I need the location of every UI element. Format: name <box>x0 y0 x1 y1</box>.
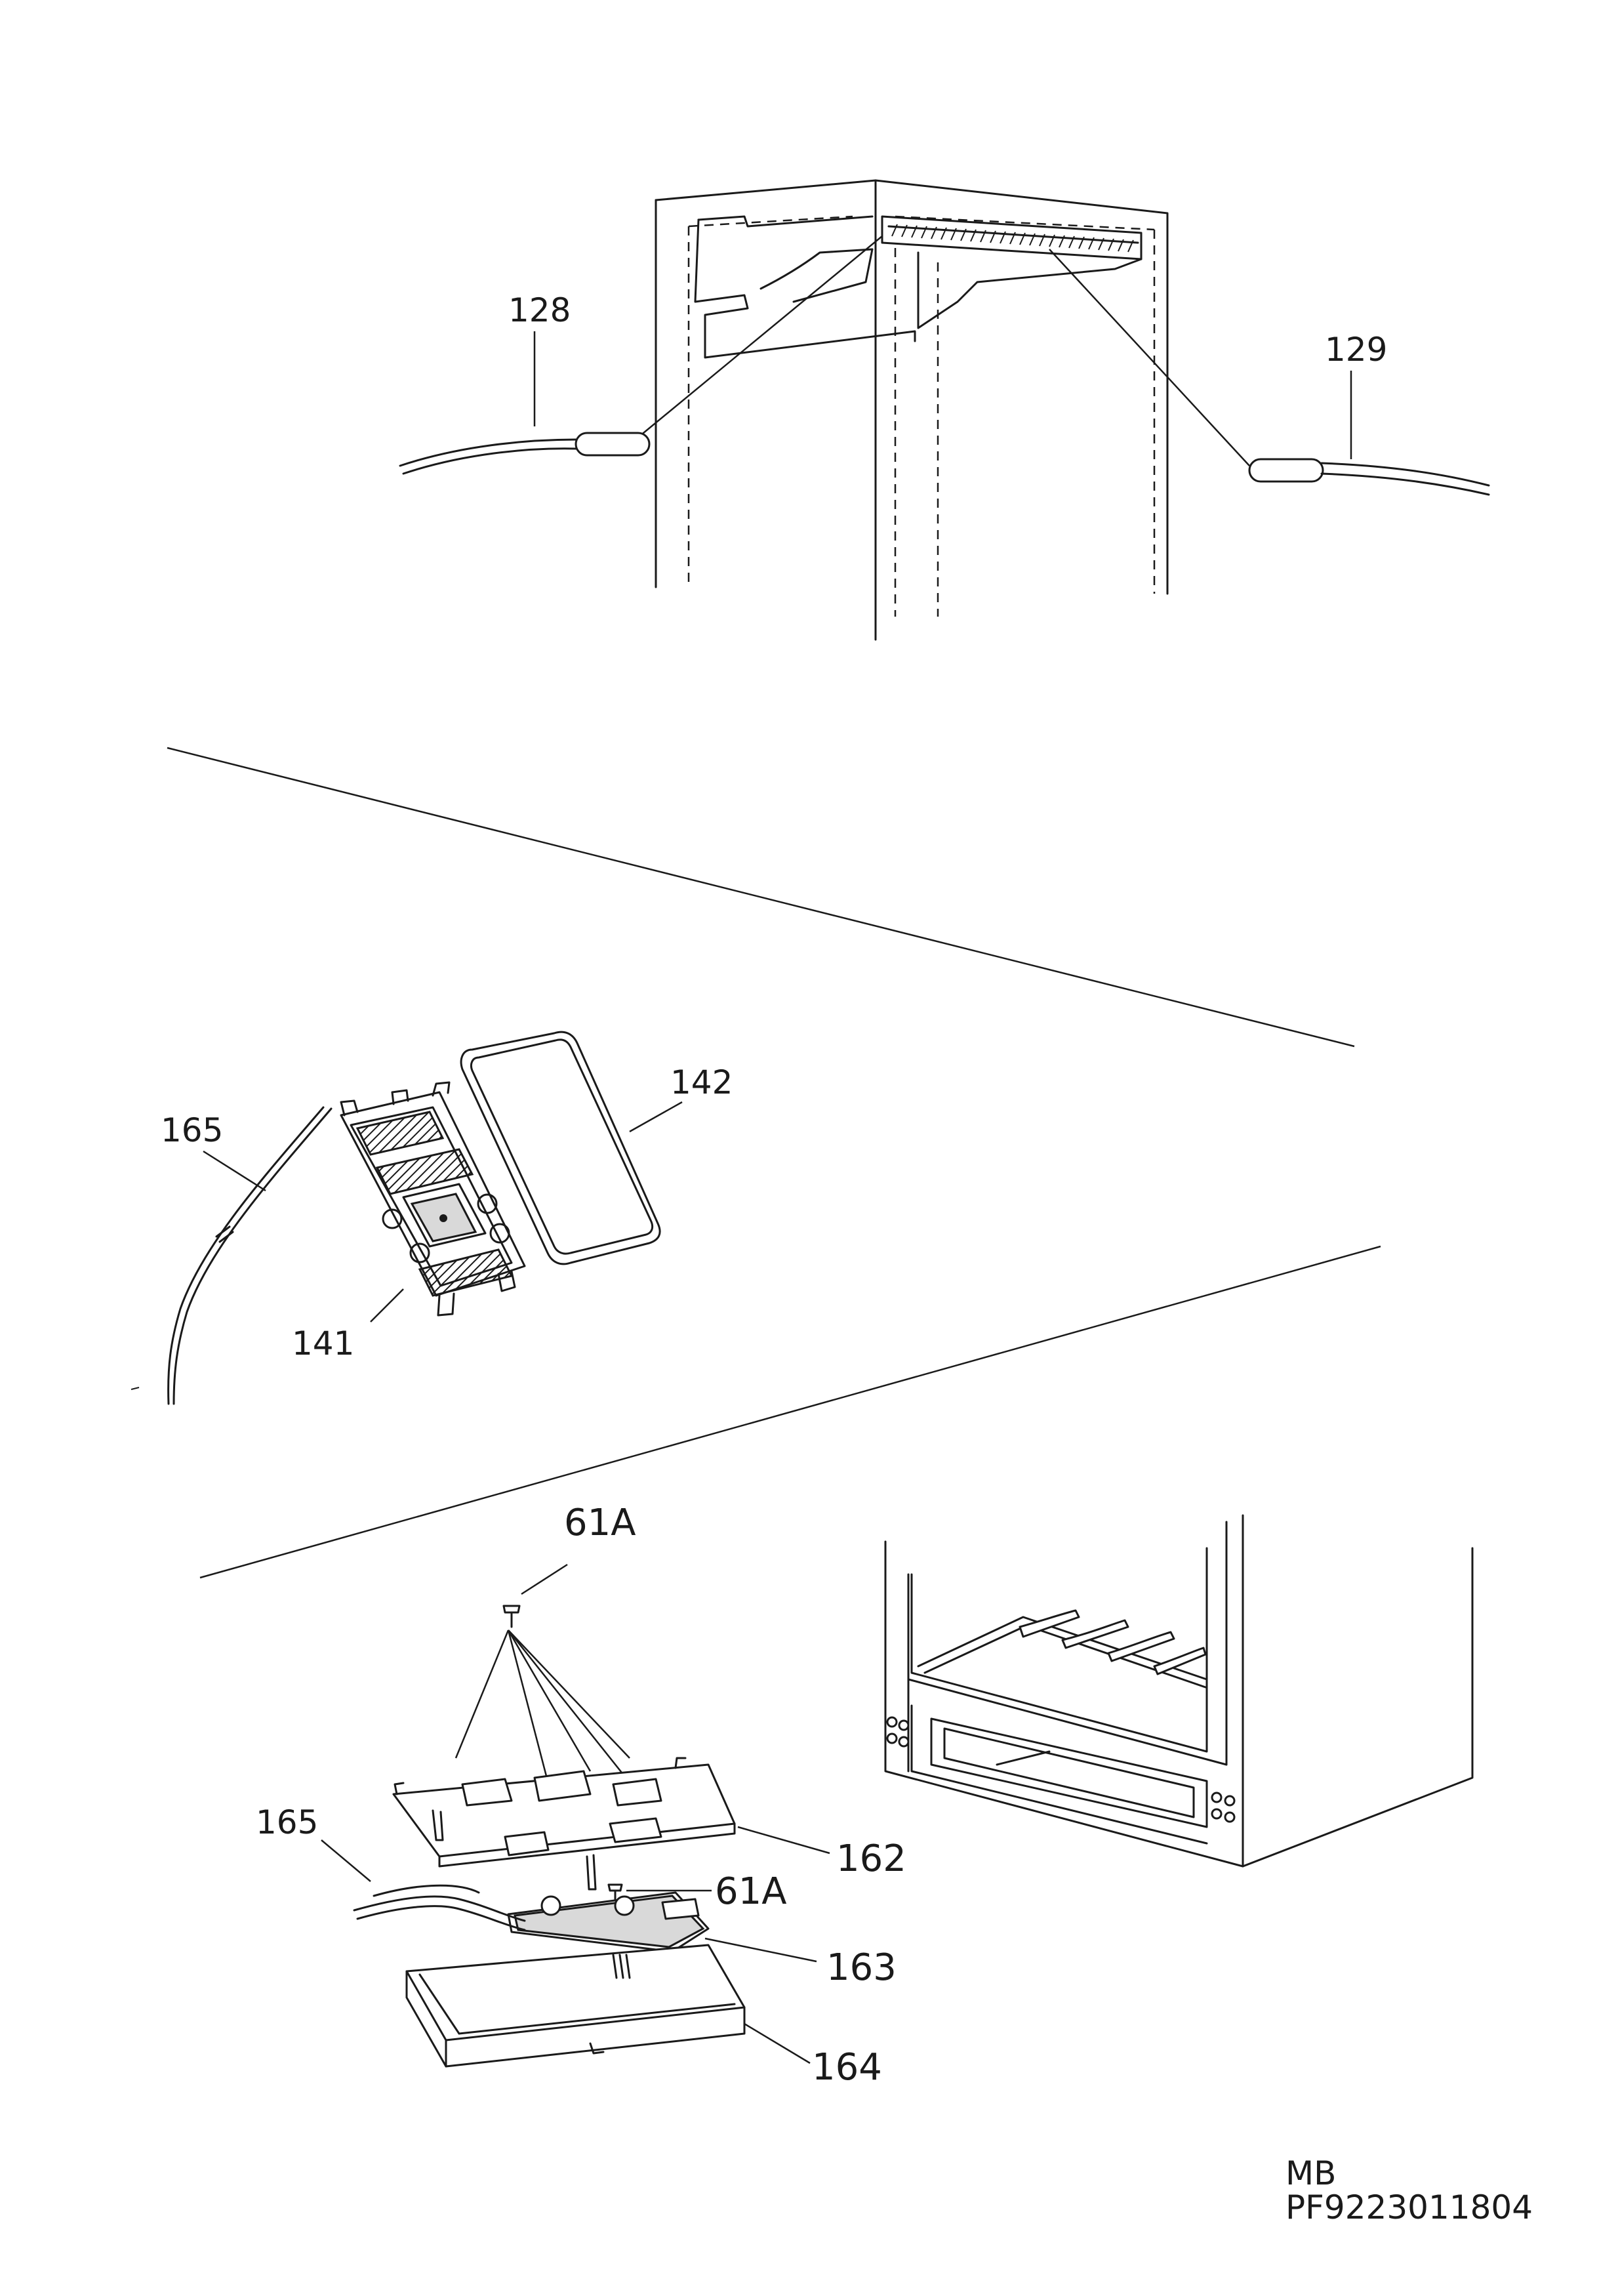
fixing-screw-61a-top: 61A <box>455 1502 663 1824</box>
footer-line-2: PF9223011804 <box>1285 2188 1533 2226</box>
footer-line-1: MB <box>1285 2154 1336 2192</box>
cabinet-top-assembly <box>639 179 1250 641</box>
temperature-sensor-129: 129 <box>1248 331 1490 496</box>
power-board-163: 163 <box>507 1891 897 1989</box>
label-128: 128 <box>508 291 571 329</box>
label-164: 164 <box>812 2046 882 2089</box>
label-165-lower: 165 <box>256 1803 318 1841</box>
control-board-carrier-162: 162 <box>392 1757 906 1891</box>
board-cover-142: 142 <box>460 1031 733 1265</box>
label-163: 163 <box>826 1946 897 1989</box>
fixing-screw-61a-middle: 61A <box>607 1870 787 1913</box>
label-61a-top: 61A <box>564 1502 636 1544</box>
label-142: 142 <box>670 1063 733 1101</box>
control-board-141: 141 <box>292 1081 526 1363</box>
label-165-upper: 165 <box>161 1111 223 1149</box>
label-162: 162 <box>836 1837 906 1880</box>
label-129: 129 <box>1325 331 1387 369</box>
section-divider-2 <box>199 1245 1381 1579</box>
cabinet-bottom-section <box>884 1514 1474 1868</box>
housing-tray-164: 164 <box>405 1944 882 2089</box>
temperature-sensor-128: 128 <box>399 291 651 475</box>
section-divider-1 <box>167 747 1355 1048</box>
label-61a-middle: 61A <box>715 1870 787 1913</box>
evaporator-fins <box>891 224 1134 253</box>
wiring-harness-165-upper: 165 <box>131 1106 333 1405</box>
label-141: 141 <box>292 1324 354 1363</box>
wiring-harness-165-lower: 165 <box>256 1803 526 1931</box>
